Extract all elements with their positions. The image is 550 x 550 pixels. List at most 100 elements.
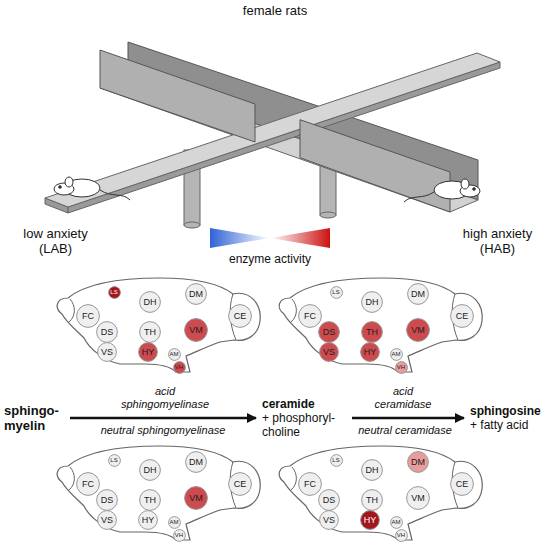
brain-region-circle: DS <box>96 489 118 511</box>
region-label: CE <box>234 480 247 489</box>
brain-region-circle: DH <box>139 291 161 313</box>
region-label: HY <box>364 348 377 357</box>
brain-region-circle: FC <box>298 472 322 496</box>
region-circle <box>139 511 158 530</box>
enzyme-label: acid ceramidase <box>371 385 435 411</box>
region-label: CE <box>456 480 469 489</box>
brain-region-circle: CE <box>228 472 252 496</box>
compound-name: sphingosine+ fatty acid <box>470 404 541 432</box>
brain-region-circle: TH <box>361 489 383 511</box>
region-label: CE <box>234 312 247 321</box>
region-circle <box>185 319 208 342</box>
compound-name: sphingo- myelin <box>4 403 64 433</box>
region-circle <box>319 322 340 343</box>
region-circle <box>361 343 380 362</box>
region-label: DS <box>101 328 114 337</box>
brain-region-circle: FC <box>76 304 100 328</box>
byproduct-text: + fatty acid <box>470 418 541 432</box>
region-circle <box>186 284 207 305</box>
region-circle <box>319 490 340 511</box>
region-circle <box>395 529 407 541</box>
region-circle <box>390 348 402 360</box>
group-label: low anxiety (LAB) <box>8 226 103 256</box>
region-label: VS <box>101 348 113 357</box>
region-label: FC <box>304 312 316 321</box>
region-circle <box>408 284 429 305</box>
reaction-arrow <box>70 417 256 420</box>
region-circle <box>299 473 322 496</box>
brain-region-circle: LS <box>330 454 343 467</box>
brain-region-circle: DS <box>318 321 340 343</box>
region-label: DM <box>189 290 203 299</box>
region-label: VH <box>175 532 183 538</box>
brain-region-circle: VM <box>184 486 208 510</box>
region-label: DH <box>366 466 379 475</box>
region-circle <box>173 529 185 541</box>
region-circle <box>330 286 342 298</box>
region-label: DH <box>144 466 157 475</box>
region-circle <box>139 343 158 362</box>
brain-region-circle: VM <box>406 486 430 510</box>
region-label: DS <box>101 496 114 505</box>
region-label: TH <box>144 328 156 337</box>
label-box: neutral sphingomyelinase <box>88 424 238 437</box>
region-circle <box>77 473 100 496</box>
brain-region-circle: LS <box>108 454 121 467</box>
region-label: VH <box>397 532 405 538</box>
region-label: LS <box>332 457 339 463</box>
region-circle <box>407 319 430 342</box>
brain-region-circle: DM <box>185 451 207 473</box>
region-label: VH <box>175 364 183 370</box>
region-circle <box>140 460 161 481</box>
region-label: LS <box>332 289 339 295</box>
brain-region-circle: LS <box>330 286 343 299</box>
brain-region-circle: CE <box>450 304 474 328</box>
region-circle <box>395 361 407 373</box>
region-circle <box>362 460 383 481</box>
brain-region-circle: VH <box>395 529 408 542</box>
region-label: FC <box>82 480 94 489</box>
region-circle <box>390 516 402 528</box>
brain-region-circle: AM <box>168 516 181 529</box>
brain-region-circle: VH <box>173 361 186 374</box>
compound-name-text: sphingosine <box>470 404 541 418</box>
compound-name-text: ceramide <box>262 397 346 411</box>
brain-region-circle: VM <box>184 318 208 342</box>
activity-bowtie <box>210 228 330 248</box>
brain-region-circle: TH <box>361 321 383 343</box>
label-box: neutral ceramidase <box>353 424 457 437</box>
enzyme-label: neutral ceramidase <box>353 424 457 437</box>
region-label: DM <box>189 458 203 467</box>
brain-region-circle: DH <box>361 291 383 313</box>
region-label: DS <box>323 328 336 337</box>
region-circle <box>97 490 118 511</box>
brain-region-circle: DM <box>407 283 429 305</box>
brain-region-circle: DS <box>318 489 340 511</box>
region-circle <box>229 305 252 328</box>
region-circle <box>97 322 118 343</box>
region-label: HY <box>142 348 155 357</box>
brain-region-circle: FC <box>298 304 322 328</box>
brain-region-circle: VM <box>406 318 430 342</box>
region-circle <box>140 292 161 313</box>
region-circle <box>140 322 161 343</box>
brain-region-circle: VS <box>319 510 339 530</box>
label-box: acid sphingomyelinase <box>115 385 215 411</box>
brain-region-circle: VH <box>173 529 186 542</box>
region-circle <box>173 361 185 373</box>
region-label: DH <box>144 298 157 307</box>
brain-region-circle: FC <box>76 472 100 496</box>
label-box: enzyme activity <box>200 252 340 266</box>
region-label: CE <box>456 312 469 321</box>
region-label: TH <box>366 328 378 337</box>
region-circle <box>407 487 430 510</box>
region-circle <box>108 454 120 466</box>
label-box: acid ceramidase <box>371 385 435 411</box>
region-label: FC <box>304 480 316 489</box>
brain-region-circle: DM <box>185 283 207 305</box>
region-circle <box>408 452 429 473</box>
region-label: HY <box>364 516 377 525</box>
group-label: high anxiety (HAB) <box>450 226 545 256</box>
